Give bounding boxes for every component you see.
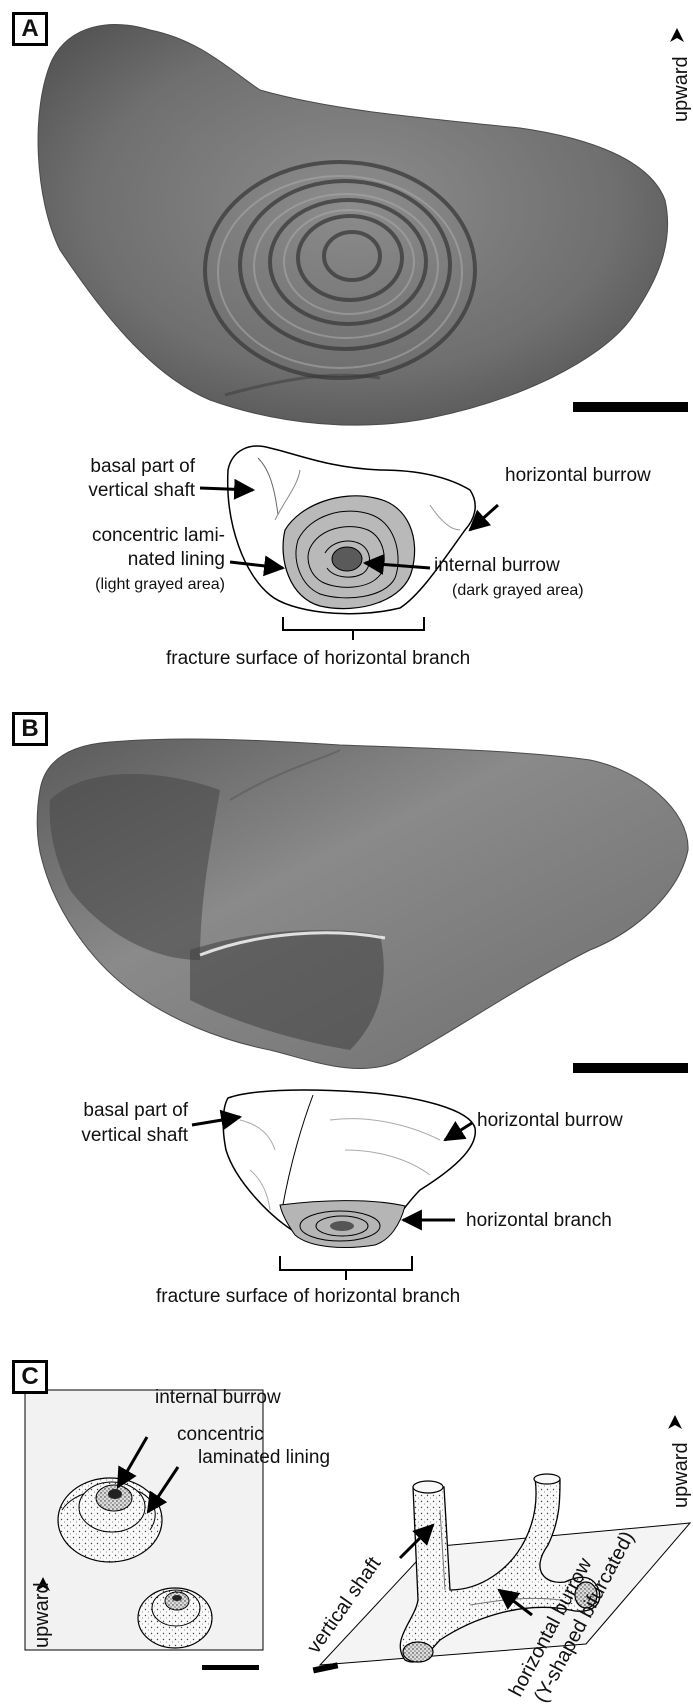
a-fracture-label: fracture surface of horizontal branch [166,648,470,670]
panel-b-photo [37,739,688,1069]
c-concentric-line2: laminated lining [198,1447,330,1469]
panel-a-diagram [228,446,475,614]
panel-a-letter: A [12,12,48,46]
panel-a-photo [38,25,668,426]
a-internal-burrow-label: internal burrow [434,555,560,577]
a-concentric-note: (light grayed area) [10,576,225,594]
panel-b-fracture-bracket [280,1256,412,1280]
a-internal-note: (dark grayed area) [452,582,584,600]
b-basal-line1: basal part of [10,1100,188,1122]
b-horizontal-branch-label: horizontal branch [466,1210,612,1232]
panel-c-upward-right-label: upward [670,1442,693,1508]
panel-a-fracture-bracket [283,617,424,640]
b-basal-line2: vertical shaft [10,1125,188,1147]
panel-a-scale-bar [573,402,688,412]
b-fracture-label: fracture surface of horizontal branch [156,1286,460,1308]
a-basal-line1: basal part of [20,456,195,478]
c-concentric-line1: concentric [177,1424,264,1446]
panel-a-upward-label: upward [670,56,693,122]
panel-c-upward-left-label: upward [31,1582,54,1648]
a-concentric-line1: concentric lami- [10,525,225,547]
panel-b-letter: B [12,712,48,746]
a-horizontal-burrow-label: horizontal burrow [505,465,651,487]
b-horizontal-burrow-label: horizontal burrow [477,1110,623,1132]
panel-c-left-scale-bar [202,1665,259,1670]
c-internal-burrow-label: internal burrow [155,1387,281,1409]
panel-c-letter: C [12,1360,48,1394]
a-basal-line2: vertical shaft [20,480,195,502]
a-concentric-line2: nated lining [10,549,225,571]
panel-b-scale-bar [573,1063,688,1073]
panel-b-diagram [223,1090,475,1248]
